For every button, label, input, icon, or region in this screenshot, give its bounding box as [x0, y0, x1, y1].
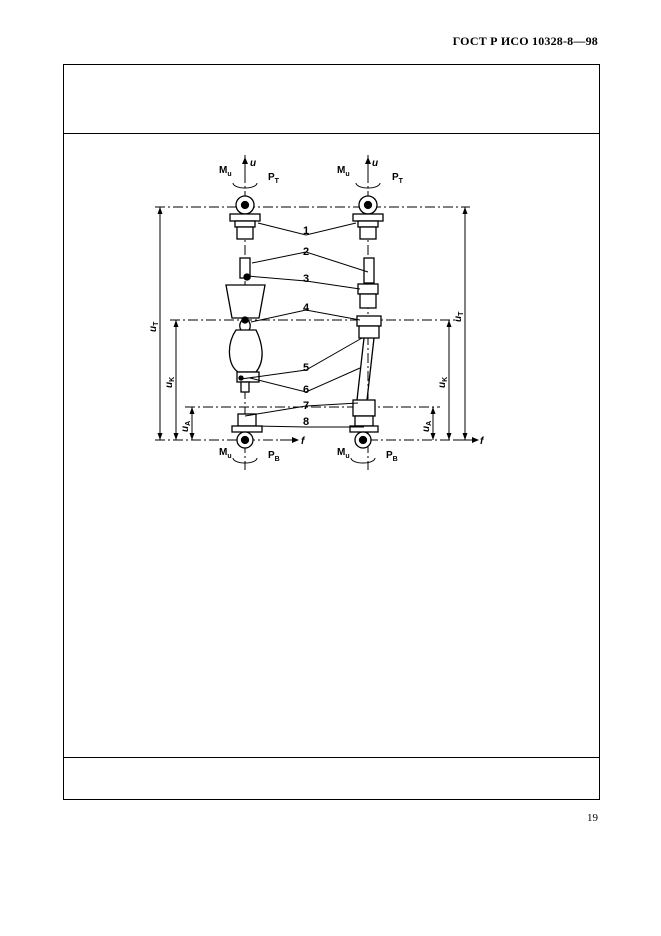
callout-1: 1	[303, 225, 309, 237]
moment-label-bottom-left: Mu	[219, 447, 232, 460]
dim-label-uA-right: uA	[421, 421, 433, 432]
force-top-label-left: PT	[268, 172, 280, 185]
dim-label-uT-left: uT	[148, 321, 160, 332]
callout-4: 4	[303, 302, 310, 314]
figure-frame	[63, 64, 600, 800]
axis-u-label-right: u	[372, 158, 378, 169]
page-number: 19	[587, 812, 598, 824]
document-header: ГОСТ Р ИСО 10328-8—98	[452, 34, 598, 48]
callout-2: 2	[303, 246, 309, 258]
dim-label-uK-right: uK	[437, 377, 449, 388]
frame-top-divider	[64, 133, 599, 134]
dim-label-uT-right: uT	[453, 311, 465, 322]
frame-bottom-divider	[64, 757, 599, 758]
moment-label-top-right: Mu	[337, 165, 350, 178]
axis-f-label-left: f	[301, 436, 306, 447]
dim-label-uA-left: uA	[180, 421, 192, 432]
left-specimen-assembly	[225, 195, 266, 449]
moment-label-top-left: Mu	[219, 165, 232, 178]
right-specimen-assembly	[349, 195, 384, 449]
force-bottom-label-left: PB	[268, 450, 280, 463]
callout-8: 8	[303, 416, 309, 428]
moment-label-bottom-right: Mu	[337, 447, 350, 460]
dim-label-uK-left: uK	[164, 377, 176, 388]
callout-7: 7	[303, 400, 309, 412]
callout-5: 5	[303, 362, 309, 374]
axis-u-label-left: u	[250, 158, 256, 169]
force-top-label-right: PT	[392, 172, 404, 185]
axis-f-label-right: f	[480, 436, 485, 447]
callout-6: 6	[303, 384, 309, 396]
callout-3: 3	[303, 273, 309, 285]
callout-leaders	[240, 222, 369, 428]
force-bottom-label-right: PB	[386, 450, 398, 463]
